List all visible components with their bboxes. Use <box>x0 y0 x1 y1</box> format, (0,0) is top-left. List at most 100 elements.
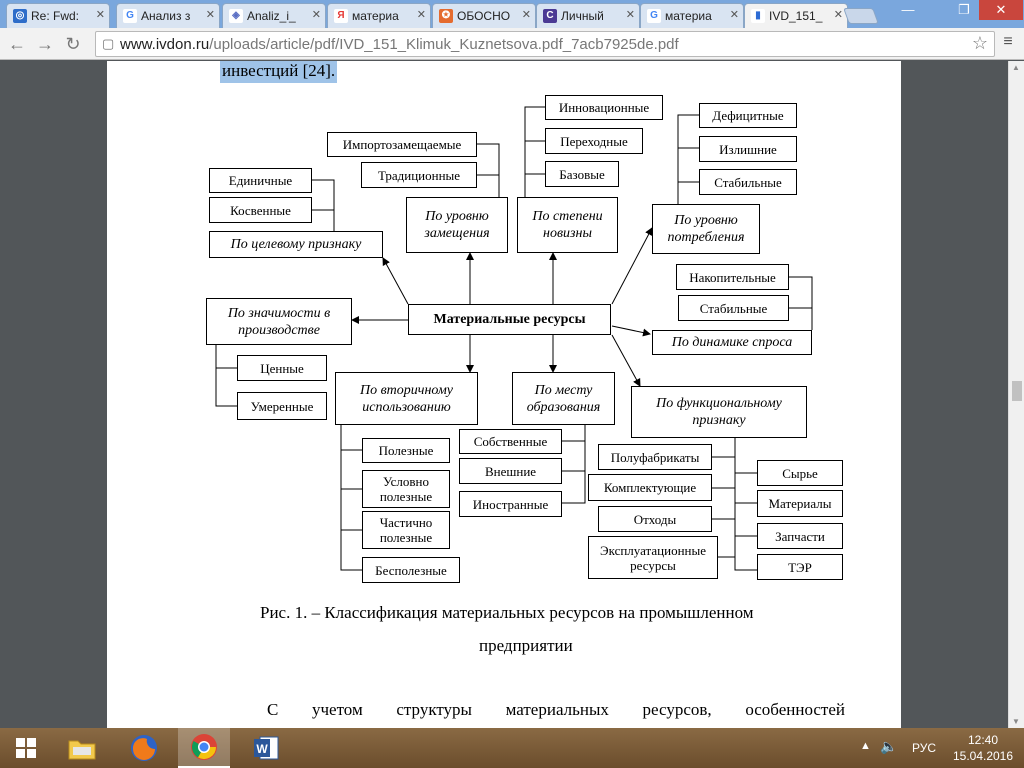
item-origin-2: Внешние <box>459 458 562 484</box>
word: учетом <box>311 700 363 719</box>
pdf-icon: ▮ <box>751 9 765 23</box>
close-icon[interactable]: ✕ <box>205 9 215 21</box>
close-icon[interactable]: ✕ <box>833 9 843 21</box>
chrome-icon <box>191 734 217 760</box>
c-icon: C <box>543 9 557 23</box>
close-icon[interactable]: ✕ <box>95 9 105 21</box>
category-consumption: По уровню потребления <box>652 204 760 254</box>
scroll-down-icon[interactable]: ▼ <box>1012 717 1020 726</box>
item-significance-1: Ценные <box>237 355 327 381</box>
word: материальных <box>505 700 609 719</box>
reload-icon[interactable]: ↻ <box>65 34 81 54</box>
svg-text:W: W <box>256 742 268 756</box>
selected-text: инвестций [24]. <box>220 61 338 83</box>
close-icon[interactable]: ✕ <box>625 9 635 21</box>
item-target-2: Косвенные <box>209 197 312 223</box>
medal-icon: ✪ <box>439 9 453 23</box>
folder-icon <box>68 740 96 760</box>
close-icon[interactable]: ✕ <box>729 9 739 21</box>
item-functional-left-3: Отходы <box>598 506 712 532</box>
body-text-line: С учетом структуры материальных ресурсов… <box>267 700 845 720</box>
item-dynamics-1: Накопительные <box>676 264 789 290</box>
item-secondary-3: Частично полезные <box>362 511 450 549</box>
tab-6[interactable]: C Личный ✕ <box>536 3 640 28</box>
email-icon: ◎ <box>13 9 27 23</box>
bookmark-star-icon[interactable]: ☆ <box>971 33 988 53</box>
item-functional-left-4: Эксплуатационные ресурсы <box>588 536 718 579</box>
word: ресурсов, <box>642 700 712 719</box>
close-icon[interactable]: ✕ <box>416 9 426 21</box>
taskbar-word[interactable]: W <box>240 728 292 768</box>
item-functional-left-2: Комплектующие <box>588 474 712 501</box>
tab-title: материа <box>665 9 712 23</box>
tab-title: материа <box>352 9 399 23</box>
start-button[interactable] <box>0 728 52 768</box>
firefox-icon <box>131 735 157 761</box>
item-functional-right-2: Материалы <box>757 490 843 517</box>
item-consumption-3: Стабильные <box>699 169 797 195</box>
language-indicator[interactable]: РУС <box>912 741 937 755</box>
item-consumption-1: Дефицитные <box>699 103 797 128</box>
tray-arrow-icon[interactable]: ▲ <box>860 740 871 752</box>
item-origin-1: Собственные <box>459 429 562 454</box>
diagram-center-node: Материальные ресурсы <box>408 304 611 335</box>
taskbar-firefox[interactable] <box>118 728 170 768</box>
category-significance: По значимости в производстве <box>206 298 352 345</box>
tab-1[interactable]: ◎ Re: Fwd: ✕ <box>6 3 110 28</box>
figure-caption: Рис. 1. – Классификация материальных рес… <box>260 603 754 622</box>
back-icon[interactable]: ← <box>8 34 26 54</box>
item-replacement-2: Традиционные <box>361 162 477 188</box>
item-secondary-2: Условно полезные <box>362 470 450 508</box>
diagram-connectors <box>215 106 813 571</box>
category-origin: По месту образования <box>512 372 615 425</box>
category-functional: По функциональному признаку <box>631 386 807 438</box>
scrollbar-thumb[interactable] <box>1012 381 1022 401</box>
vertical-scrollbar[interactable]: ▲ ▼ <box>1008 61 1024 728</box>
url-host: www.ivdon.ru <box>120 36 210 53</box>
google-icon: G <box>647 9 661 23</box>
item-functional-right-1: Сырье <box>757 460 843 486</box>
item-novelty-3: Базовые <box>545 161 619 187</box>
close-icon[interactable]: ✕ <box>311 9 321 21</box>
tab-5[interactable]: ✪ ОБОСНО ✕ <box>432 3 536 28</box>
yandex-icon: Я <box>334 9 348 23</box>
volume-icon[interactable]: 🔈 <box>880 738 898 754</box>
tab-title: Analiz_i_ <box>247 9 296 23</box>
figure-caption-line2: предприятии <box>479 636 573 655</box>
maximize-icon[interactable]: ❐ <box>958 2 970 17</box>
new-tab-button[interactable] <box>843 8 879 24</box>
close-window-icon[interactable]: ✕ <box>979 0 1023 20</box>
item-replacement-1: Импортозамещаемые <box>327 132 477 157</box>
tab-active[interactable]: ▮ IVD_151_ ✕ <box>744 3 848 29</box>
word: структуры <box>396 700 472 719</box>
address-bar[interactable]: ▢ www.ivdon.ru/uploads/article/pdf/IVD_1… <box>95 31 995 57</box>
taskbar: W ▲ 🔈 РУС 12:40 15.04.2016 <box>0 728 1024 768</box>
page-icon: ▢ <box>102 36 115 51</box>
tab-4[interactable]: Я материа ✕ <box>327 3 431 28</box>
tab-3[interactable]: ◈ Analiz_i_ ✕ <box>222 3 326 28</box>
taskbar-chrome[interactable] <box>178 728 230 768</box>
item-functional-right-3: Запчасти <box>757 523 843 549</box>
tab-title: ОБОСНО <box>457 9 511 23</box>
word-icon: W <box>254 736 279 760</box>
tab-strip: ◎ Re: Fwd: ✕ G Анализ з ✕ ◈ Analiz_i_ ✕ … <box>0 0 1024 29</box>
tab-2[interactable]: G Анализ з ✕ <box>116 3 220 28</box>
tab-title: IVD_151_ <box>769 9 823 23</box>
pdf-viewport: инвестций [24]. <box>0 61 1008 728</box>
item-origin-3: Иностранные <box>459 491 562 517</box>
menu-icon[interactable]: ≡ <box>1003 33 1013 50</box>
url-text: www.ivdon.ru/uploads/article/pdf/IVD_151… <box>120 36 679 53</box>
tab-title: Личный <box>561 9 604 23</box>
tab-7[interactable]: G материа ✕ <box>640 3 744 28</box>
scroll-up-icon[interactable]: ▲ <box>1012 63 1020 72</box>
minimize-icon[interactable]: — <box>901 2 915 17</box>
taskbar-file-explorer[interactable] <box>56 728 108 768</box>
item-novelty-1: Инновационные <box>545 95 663 120</box>
item-secondary-1: Полезные <box>362 438 450 463</box>
clock[interactable]: 12:40 15.04.2016 <box>943 732 1023 764</box>
item-target-1: Единичные <box>209 168 312 193</box>
item-functional-left-1: Полуфабрикаты <box>598 444 712 470</box>
close-icon[interactable]: ✕ <box>521 9 531 21</box>
diamond-icon: ◈ <box>229 9 243 23</box>
forward-icon[interactable]: → <box>36 34 54 54</box>
